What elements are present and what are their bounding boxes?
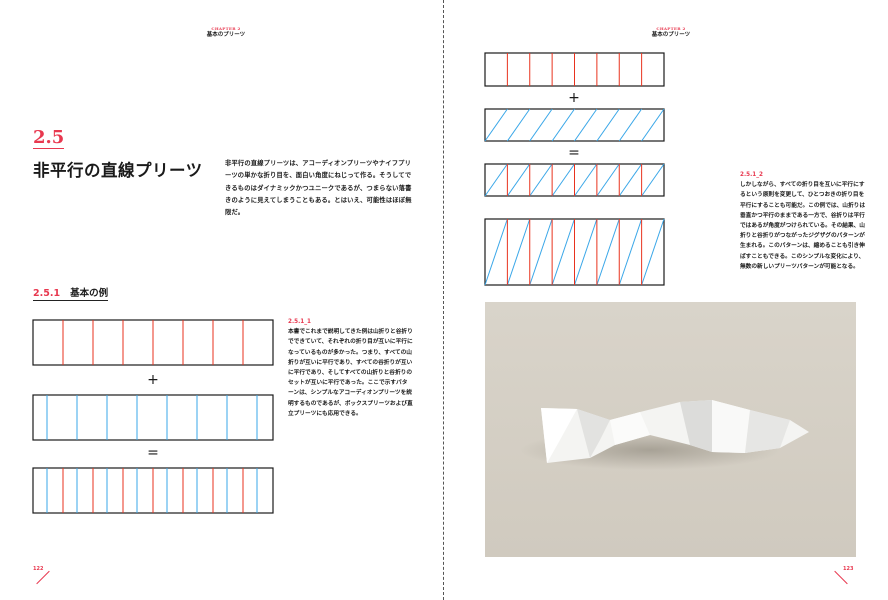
chapter-label: CHAPTER 2 [656, 26, 686, 31]
note-text: しかしながら、すべての折り目を互いに平行にするという原則を変更して、ひとつおきの… [740, 182, 866, 270]
right-running-head: CHAPTER 2 基本のプリーツ [611, 25, 731, 39]
page-gutter-divider [443, 0, 444, 600]
chapter-label: CHAPTER 2 [211, 26, 241, 31]
note-2-5-1-2: 2.5.1_2 しかしながら、すべての折り目を互いに平行にするという原則を変更し… [740, 170, 865, 272]
subsection-heading: 2.5.1 基本の例 [33, 285, 109, 301]
angled-valley-fold-line [551, 108, 575, 142]
equals-operator: = [568, 145, 580, 161]
angled-valley-fold-line [596, 108, 620, 142]
note-2-5-1-1: 2.5.1_1 本書でこれまで説明してきた例は山折りと谷折りでできていて、それぞ… [288, 317, 413, 419]
chapter-title: 基本のプリーツ [651, 32, 691, 38]
angled-valley-fold-line [506, 163, 531, 197]
angled-valley-fold-line [574, 163, 598, 197]
angled-valley-fold-line [574, 108, 598, 142]
angled-valley-fold-line [618, 163, 643, 197]
angled-valley-fold-line [596, 218, 620, 286]
angled-valley-fold-line [529, 163, 553, 197]
subsection-number: 2.5.1 [33, 288, 61, 299]
page-number-left: 122 [33, 566, 44, 572]
angled-valley-fold-line [551, 163, 575, 197]
chapter-title: 基本のプリーツ [206, 32, 246, 38]
angled-valley-fold-line [529, 218, 553, 286]
plus-operator: + [147, 372, 159, 388]
subsection-title: 基本の例 [70, 288, 109, 299]
angled-valley-fold-line [641, 163, 665, 197]
angled-valley-fold-line [574, 218, 598, 286]
plus-operator: + [568, 90, 580, 106]
angled-valley-fold-line [484, 108, 508, 142]
left-running-head: CHAPTER 2 基本のプリーツ [166, 25, 286, 39]
angled-valley-fold-line [618, 108, 643, 142]
section-number: 2.5 [33, 127, 65, 149]
angled-valley-fold-line [641, 218, 665, 286]
note-caption: 2.5.1_2 [740, 172, 763, 178]
angled-valley-fold-line [484, 163, 508, 197]
intro-paragraph: 非平行の直線プリーツは、アコーディオンプリーツやナイフプリーツの単かな折り目を、… [225, 160, 412, 217]
angled-valley-fold-line [641, 108, 665, 142]
angled-valley-fold-line [618, 218, 643, 286]
folded-paper-photo [485, 302, 856, 557]
angled-valley-fold-line [596, 163, 620, 197]
angled-valley-fold-line [506, 108, 531, 142]
section-title: 非平行の直線プリーツ [33, 161, 203, 180]
angled-valley-fold-diagram [484, 108, 665, 142]
angled-valley-fold-line [551, 218, 575, 286]
page-number-right: 123 [843, 566, 854, 572]
valley-fold-diagram [32, 394, 274, 441]
note-caption: 2.5.1_1 [288, 319, 311, 325]
note-text: 本書でこれまで説明してきた例は山折りと谷折りでできていて、それぞれの折り目が互い… [288, 329, 413, 417]
equals-operator: = [147, 445, 159, 461]
angled-valley-fold-line [506, 218, 531, 286]
angled-valley-fold-line [529, 108, 553, 142]
angled-valley-fold-line [484, 218, 508, 286]
